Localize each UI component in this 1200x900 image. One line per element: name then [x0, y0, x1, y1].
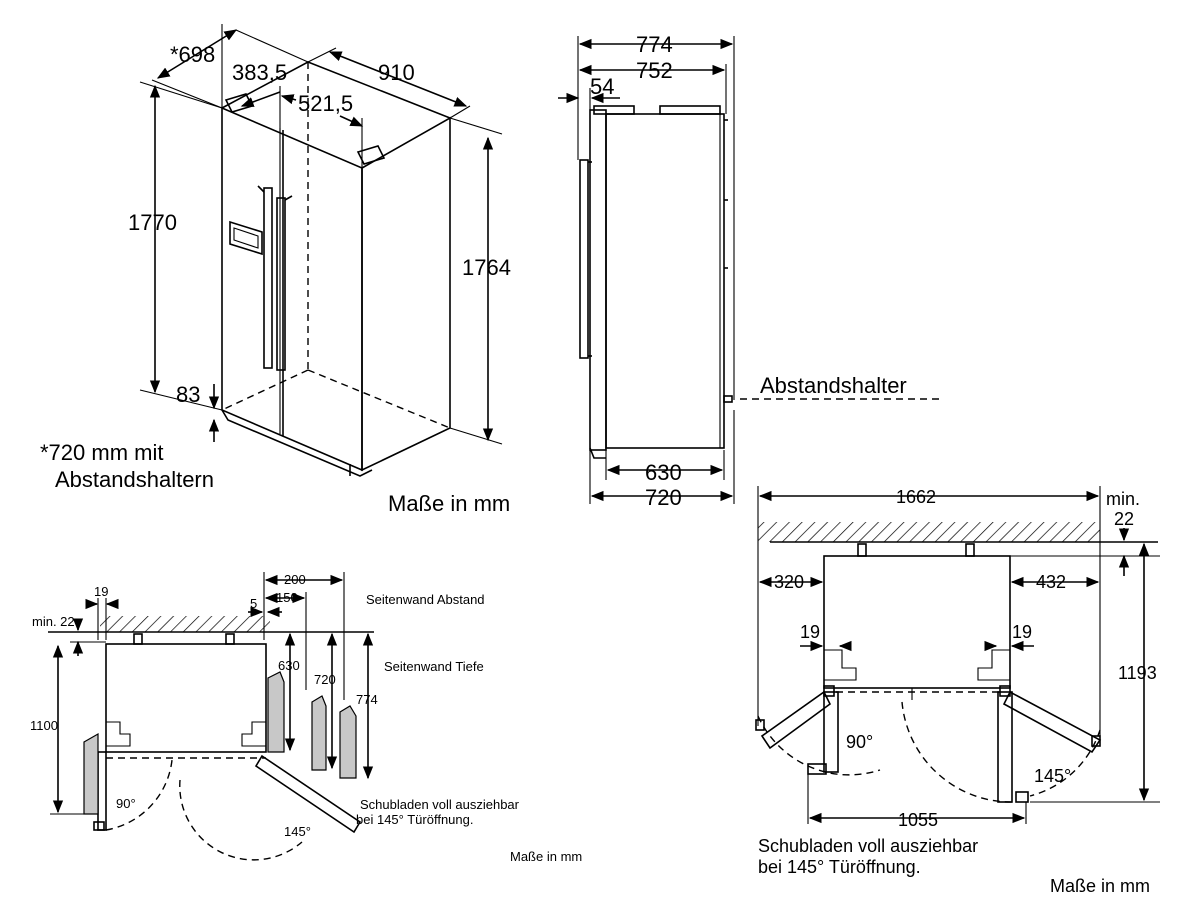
dim-small-19: 19 — [94, 584, 108, 599]
dim-large-1055: 1055 — [898, 810, 938, 830]
label-side-gap: Seitenwand Abstand — [366, 592, 485, 607]
dim-910-label: 910 — [378, 60, 415, 85]
dim-1764: 1764 — [449, 117, 511, 445]
dim-small-774: 774 — [356, 692, 378, 707]
dim-521: 521,5 — [280, 91, 364, 168]
dim-side-720: 720 — [589, 410, 735, 510]
dim-small-5: 5 — [250, 596, 257, 611]
dim-1770: 1770 — [128, 81, 223, 411]
fridge-side-body — [579, 105, 733, 459]
dim-large-19-right: 19 — [1012, 622, 1032, 642]
units-label-3d: Maße in mm — [388, 491, 510, 516]
dim-521-label: 521,5 — [298, 91, 353, 116]
dim-small-150: 150 — [276, 590, 298, 605]
spacer-label: Abstandshalter — [760, 373, 907, 398]
dim-large-432: 432 — [1036, 572, 1066, 592]
dim-small-1100: 1100 — [30, 718, 58, 733]
note-large-line1: Schubladen voll ausziehbar — [758, 836, 978, 856]
angle-small-90: 90° — [116, 796, 136, 811]
angle-large-90: 90° — [846, 732, 873, 752]
dim-1770-label: 1770 — [128, 210, 177, 235]
dim-383-label: 383,5 — [232, 60, 287, 85]
dim-large-1193: 1193 — [1118, 663, 1157, 683]
dim-side-54-label: 54 — [590, 74, 614, 99]
dim-83-label: 83 — [176, 382, 200, 407]
dim-small-200: 200 — [284, 572, 306, 587]
fridge-3d-body — [221, 61, 451, 477]
dim-large-320: 320 — [774, 572, 804, 592]
dim-side-752: 752 — [578, 58, 727, 114]
dim-side-720-label: 720 — [645, 485, 682, 510]
dim-large-min: min. — [1106, 489, 1140, 509]
dim-910: 910 — [307, 47, 471, 119]
view-plan-small: 19 min. 22 200 150 5 Seitenwand Abstand … — [30, 572, 582, 864]
dim-large-22: 22 — [1114, 509, 1134, 529]
view-3d: *698 383,5 521,5 910 1770 — [40, 24, 511, 516]
dim-small-630: 630 — [278, 658, 300, 673]
dim-83: 83 — [176, 382, 220, 442]
note-720-line2: Abstandshaltern — [55, 467, 214, 492]
angle-small-145: 145° — [284, 824, 311, 839]
dim-large-19-left: 19 — [800, 622, 820, 642]
dim-large-1662: 1662 — [896, 487, 936, 507]
view-plan-large: 1662 min. 22 320 432 19 19 1193 90° 145°… — [755, 486, 1160, 896]
note-small-line1: Schubladen voll ausziehbar — [360, 797, 520, 812]
units-label-large: Maße in mm — [1050, 876, 1150, 896]
wall-hatch-large — [758, 522, 1100, 542]
units-label-small: Maße in mm — [510, 849, 582, 864]
angle-large-145: 145° — [1034, 766, 1071, 786]
dim-side-774-label: 774 — [636, 32, 673, 57]
dim-698-label: *698 — [170, 42, 215, 67]
label-side-depth: Seitenwand Tiefe — [384, 659, 484, 674]
view-side: 774 752 54 Abstandshalter 630 — [558, 32, 942, 510]
note-small-line2: bei 145° Türöffnung. — [356, 812, 473, 827]
note-720-line1: *720 mm mit — [40, 440, 163, 465]
note-large-line2: bei 145° Türöffnung. — [758, 857, 921, 877]
dim-698: *698 — [151, 24, 309, 109]
dim-small-min22: min. 22 — [32, 614, 75, 629]
wall-hatch-small — [100, 616, 270, 632]
dim-1764-label: 1764 — [462, 255, 511, 280]
dim-side-630: 630 — [605, 450, 725, 485]
dim-side-54: 54 — [558, 74, 620, 110]
dim-small-720: 720 — [314, 672, 336, 687]
dim-side-630-label: 630 — [645, 460, 682, 485]
dim-383: 383,5 — [232, 60, 287, 132]
dim-side-752-label: 752 — [636, 58, 673, 83]
